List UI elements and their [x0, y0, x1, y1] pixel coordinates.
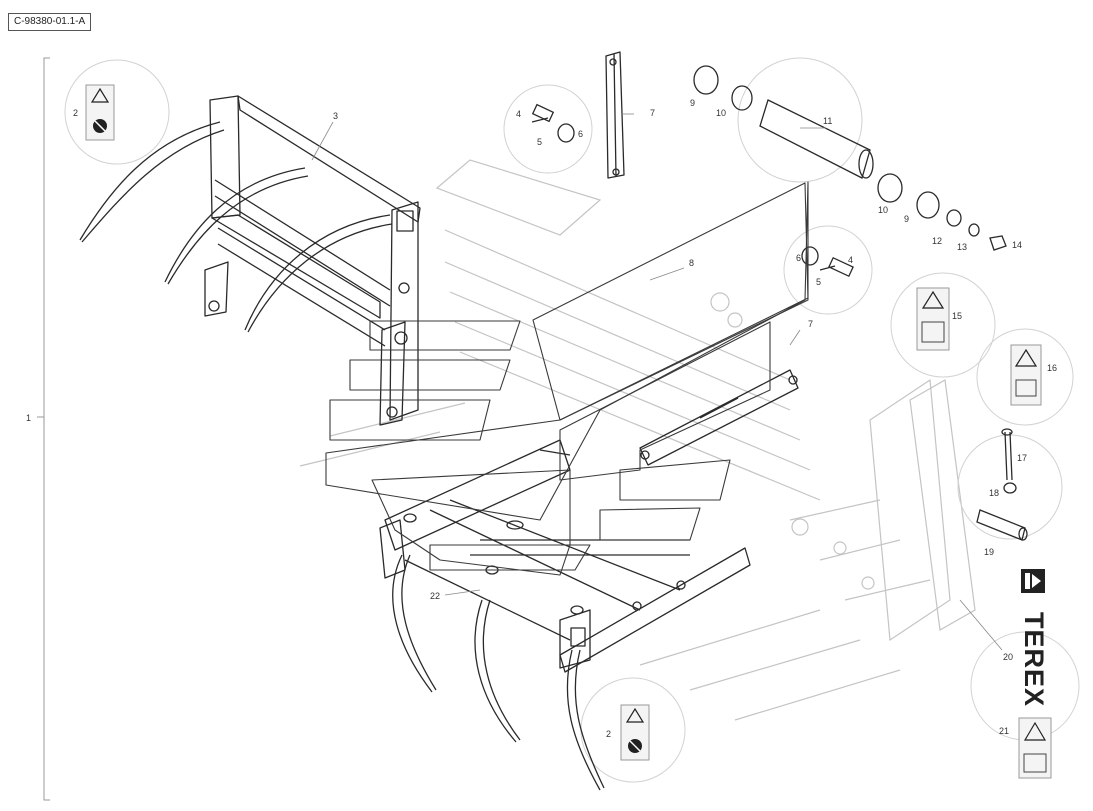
callout-9-upper: 9 — [690, 98, 695, 108]
callout-3: 3 — [333, 111, 338, 121]
terex-logo-decal: TEREX — [1016, 569, 1050, 708]
callout-2-lower: 2 — [606, 729, 611, 739]
callout-15: 15 — [952, 311, 962, 321]
callout-19: 19 — [984, 547, 994, 557]
callout-9-lower: 9 — [904, 214, 909, 224]
callout-8: 8 — [689, 258, 694, 268]
pin-sets — [531, 103, 854, 278]
exploded-outline-frame — [325, 181, 809, 576]
callout-6-lower: 6 — [796, 253, 801, 263]
callout-7-lower: 7 — [808, 319, 813, 329]
decal-2-lower — [620, 704, 650, 761]
detail-circle-decal-16 — [976, 328, 1074, 426]
callout-1: 1 — [26, 413, 31, 423]
callout-6-upper: 6 — [578, 129, 583, 139]
detail-circle-pin-lower — [783, 225, 873, 315]
hydraulic-cylinders — [605, 51, 799, 466]
detail-circle-shaft — [737, 57, 863, 183]
callout-22: 22 — [430, 591, 440, 601]
decal-2-upper — [85, 84, 115, 141]
callout-10-lower: 10 — [878, 205, 888, 215]
upper-bale-fork — [79, 95, 421, 426]
callout-5-upper: 5 — [537, 137, 542, 147]
callout-4-lower: 4 — [848, 255, 853, 265]
callout-10-upper: 10 — [716, 108, 726, 118]
callout-18: 18 — [989, 488, 999, 498]
callout-2-upper: 2 — [73, 108, 78, 118]
terex-wordmark: TEREX — [1019, 612, 1049, 708]
callout-7-upper: 7 — [650, 108, 655, 118]
callout-14: 14 — [1012, 240, 1022, 250]
callout-21: 21 — [999, 726, 1009, 736]
decal-16 — [1010, 344, 1042, 406]
ghost-fork-assembly — [299, 159, 976, 721]
callout-5-lower: 5 — [816, 277, 821, 287]
leader-lines — [311, 113, 1003, 651]
callout-4-upper: 4 — [516, 109, 521, 119]
detail-circle-pin-upper — [503, 84, 593, 174]
terex-logo-icon — [1021, 569, 1045, 593]
callout-13: 13 — [957, 242, 967, 252]
assembly-bracket — [37, 57, 50, 801]
callout-20: 20 — [1003, 652, 1013, 662]
loose-fixings — [976, 428, 1028, 541]
shaft-assembly — [693, 65, 1007, 251]
document-reference: C-98380-01.1-A — [8, 13, 92, 31]
callout-labels: 1 2 2 3 4 4 5 5 6 6 7 7 8 9 9 10 10 11 1… — [26, 98, 1057, 739]
callout-16: 16 — [1047, 363, 1057, 373]
decal-21 — [1018, 717, 1052, 779]
lower-bale-fork — [379, 439, 751, 791]
detail-circles — [64, 57, 1080, 783]
callout-17: 17 — [1017, 453, 1027, 463]
detail-circle-bolt — [957, 434, 1063, 540]
detail-circle-decal-upper — [64, 59, 170, 165]
detail-circle-decal-15 — [890, 272, 996, 378]
decal-15 — [916, 287, 950, 351]
callout-11: 11 — [823, 116, 832, 126]
callout-12: 12 — [932, 236, 942, 246]
